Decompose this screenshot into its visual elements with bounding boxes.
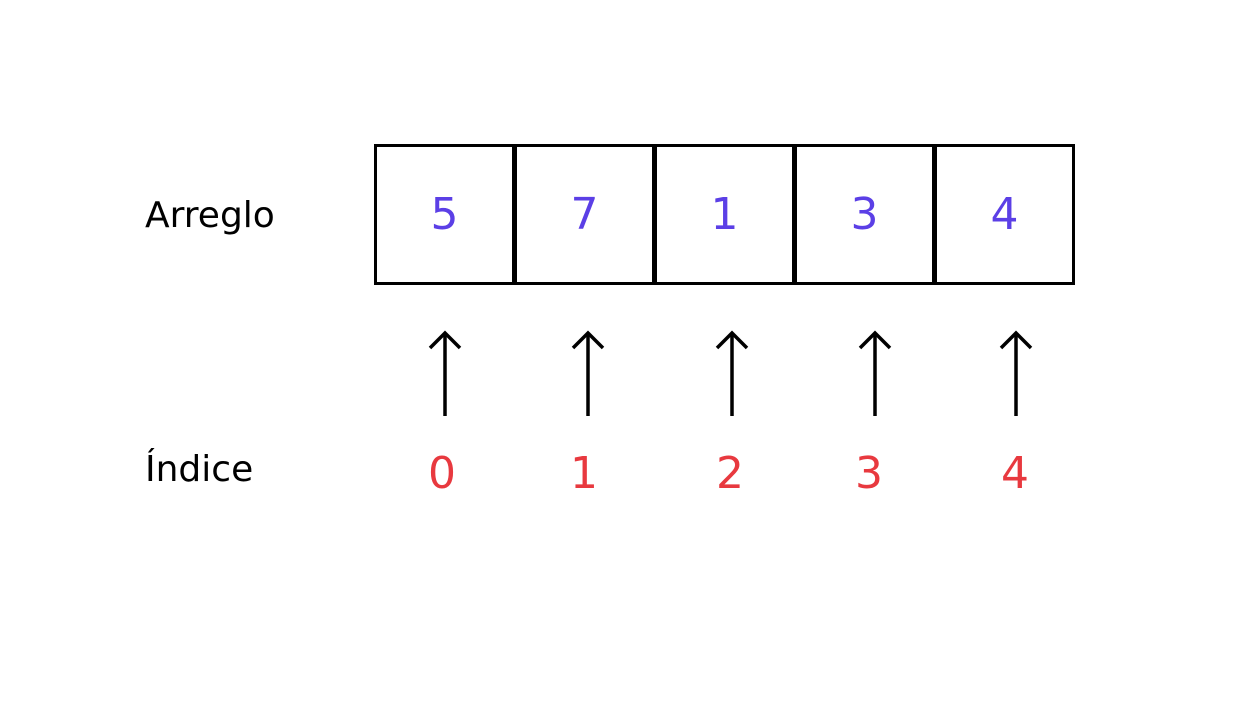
- array-cell: 1: [654, 144, 795, 285]
- array-cell: 5: [374, 144, 515, 285]
- arrow-up-icon: [715, 330, 749, 416]
- arrow-up-icon: [428, 330, 462, 416]
- array-cell: 4: [934, 144, 1075, 285]
- array-value: 4: [990, 188, 1019, 240]
- array-cells: 5 7 1 3 4: [374, 144, 1075, 285]
- array-value: 1: [710, 188, 739, 240]
- array-label: Arreglo: [145, 195, 275, 236]
- index-value: 4: [1001, 448, 1029, 499]
- array-cell: 7: [514, 144, 655, 285]
- index-value: 1: [570, 448, 598, 499]
- index-label: Índice: [145, 449, 254, 490]
- arrow-up-icon: [571, 330, 605, 416]
- index-value: 2: [716, 448, 744, 499]
- array-cell: 3: [794, 144, 935, 285]
- index-value: 0: [428, 448, 456, 499]
- array-value: 5: [430, 188, 459, 240]
- index-value: 3: [855, 448, 883, 499]
- array-value: 7: [570, 188, 599, 240]
- arrow-up-icon: [858, 330, 892, 416]
- arrow-up-icon: [999, 330, 1033, 416]
- array-value: 3: [850, 188, 879, 240]
